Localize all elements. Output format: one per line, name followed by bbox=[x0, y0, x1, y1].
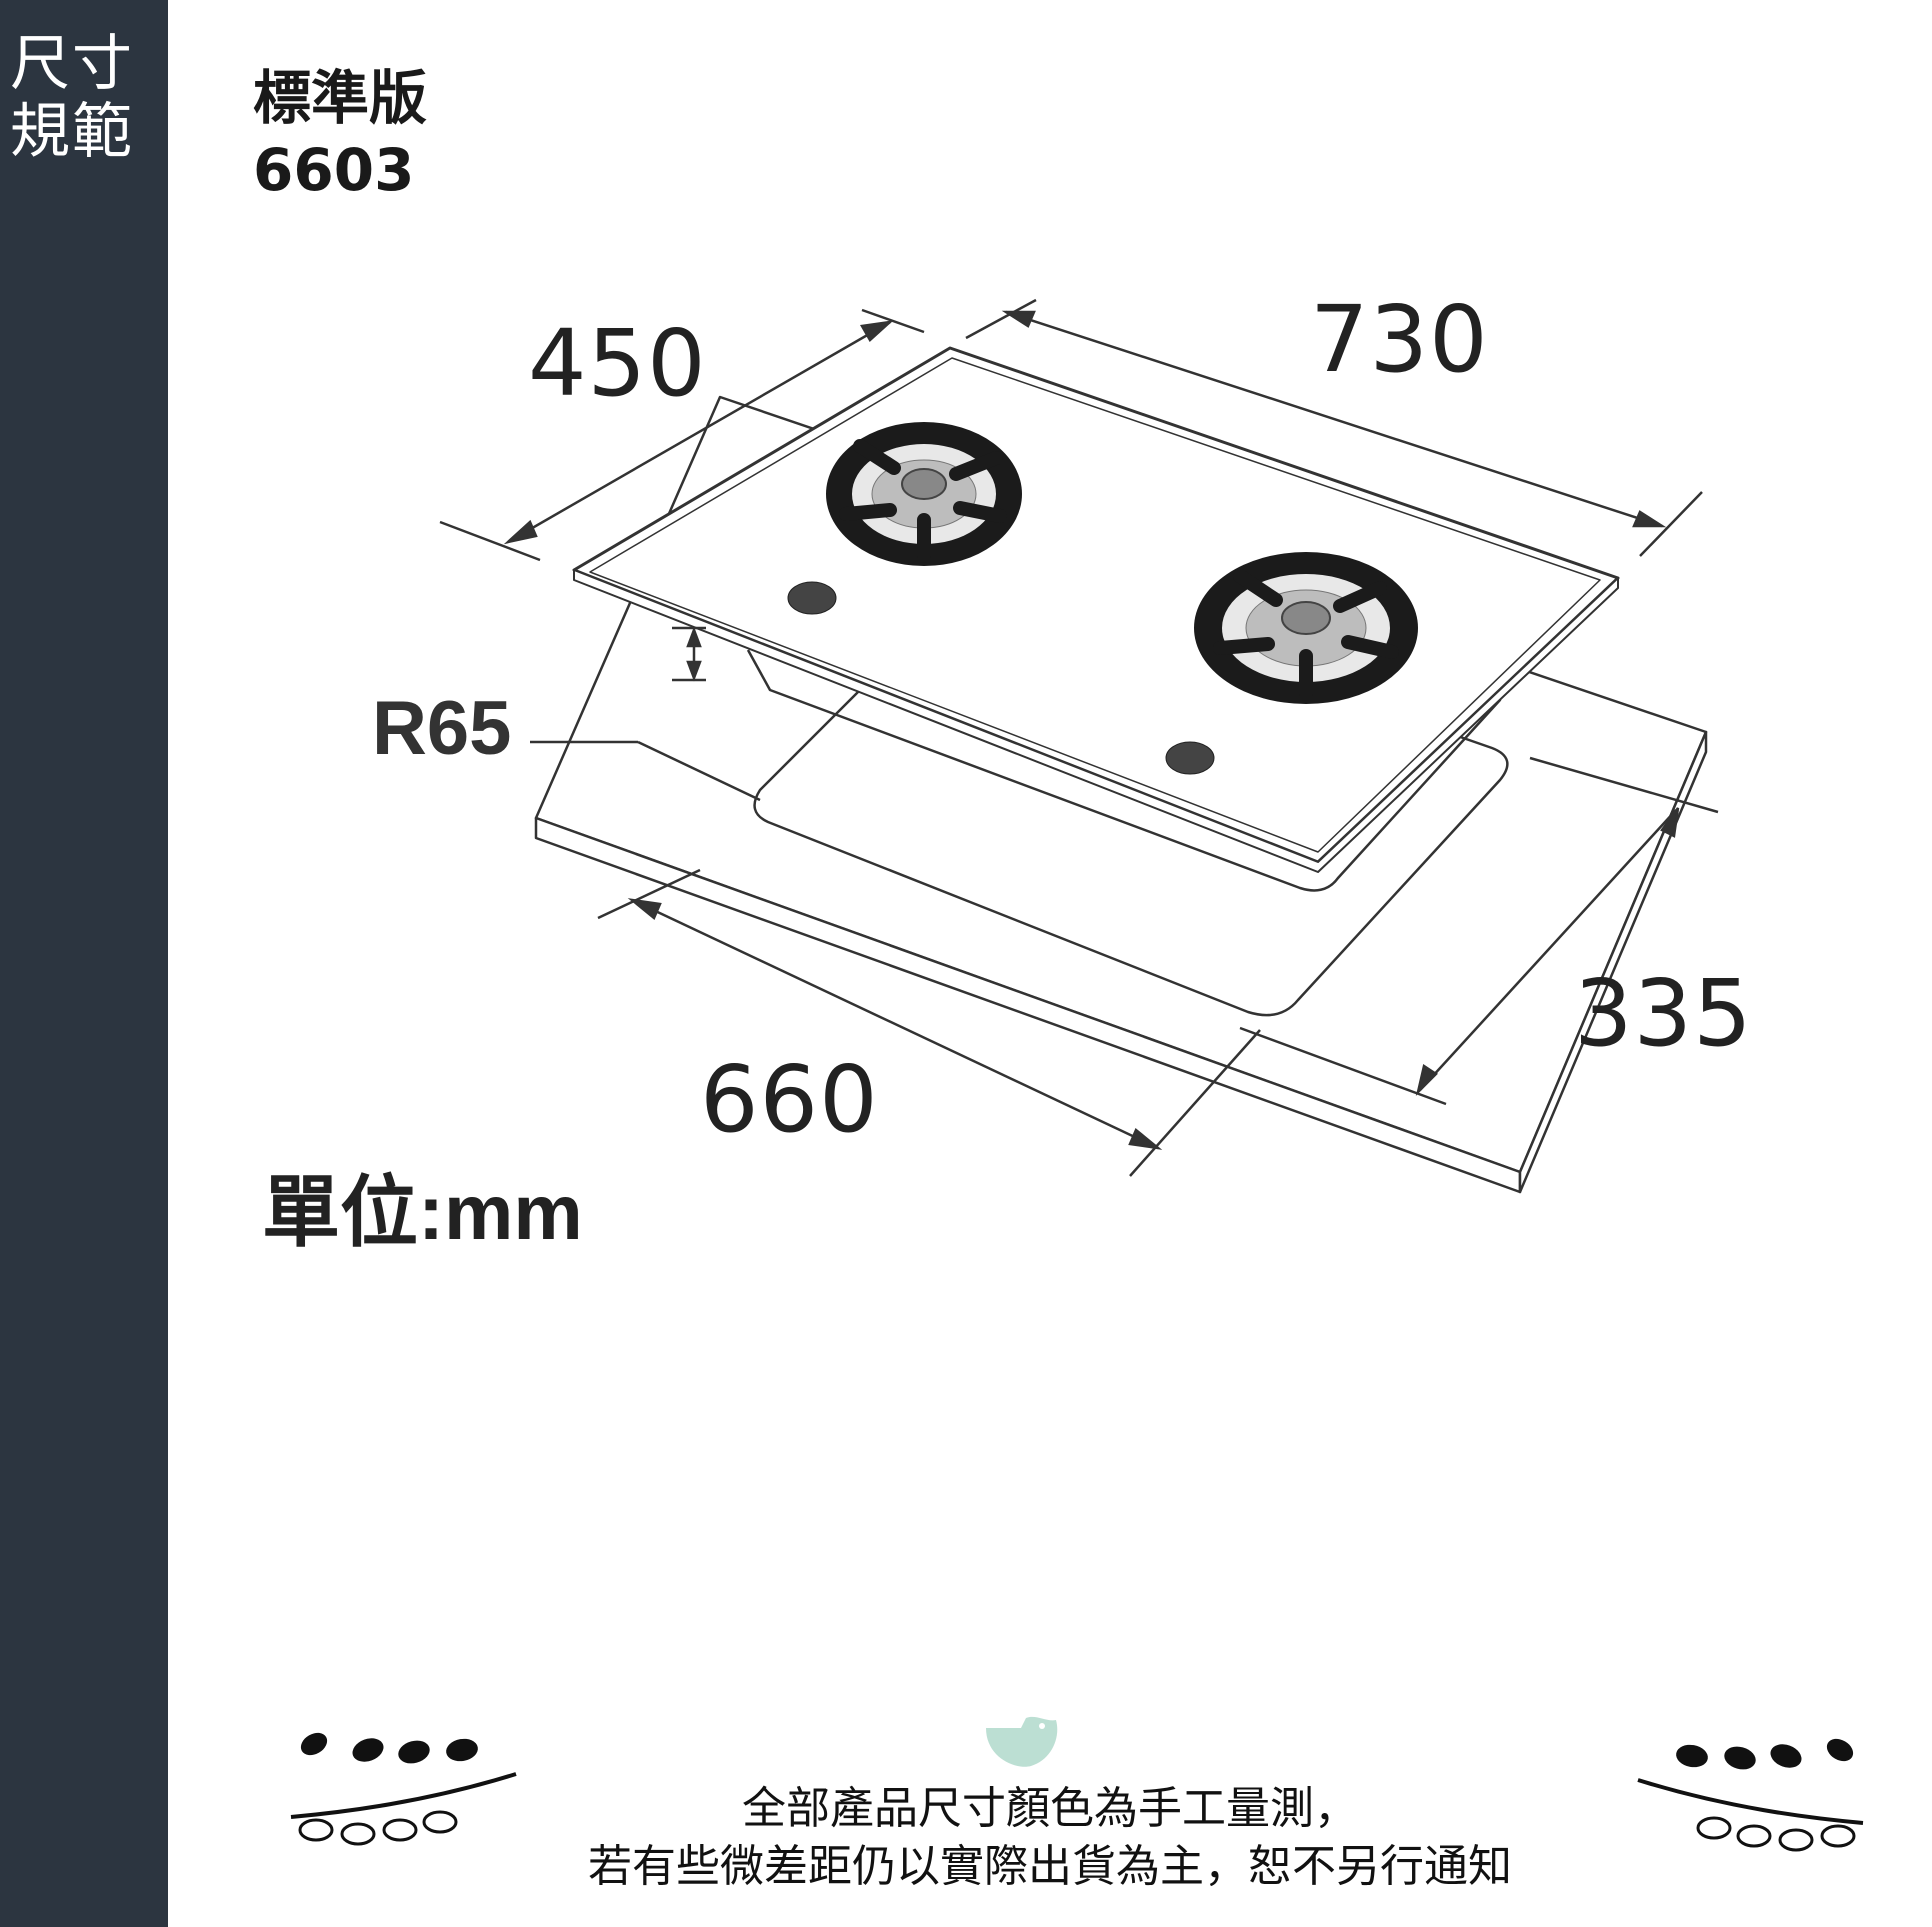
cooktop-edge bbox=[573, 569, 1619, 873]
burner-right bbox=[1194, 552, 1418, 704]
knob-left bbox=[787, 581, 837, 615]
dim-width: 730 bbox=[1310, 286, 1489, 393]
burner-left bbox=[826, 422, 1022, 566]
dim-cutout-depth: 335 bbox=[1574, 960, 1753, 1067]
cooktop-glass-inner bbox=[589, 357, 1601, 853]
disclaimer-line2: 若有些微差距仍以實際出貨為主，恕不另行通知 bbox=[588, 1841, 1512, 1892]
disclaimer-line1: 全部產品尺寸顏色為手工量測， bbox=[742, 1783, 1358, 1834]
countertop-side bbox=[1518, 730, 1708, 1194]
sidebar: 尺寸 規範 bbox=[0, 0, 168, 1927]
unit-label: 單位:mm bbox=[262, 1168, 583, 1256]
leaf-branch-right-icon bbox=[1637, 1738, 1864, 1852]
footer-disclaimer: 全部產品尺寸顏色為手工量測， 若有些微差距仍以實際出貨為主，恕不另行通知 bbox=[168, 1780, 1932, 1896]
sidebar-title-line1: 尺寸 bbox=[10, 29, 134, 99]
knob-right bbox=[1165, 741, 1215, 775]
dim-depth: 450 bbox=[528, 310, 707, 417]
leaf-branch-left-icon bbox=[290, 1732, 517, 1846]
model-number: 6603 bbox=[253, 136, 415, 204]
dim-radius: R65 bbox=[372, 686, 512, 771]
bird-leaf-logo-icon bbox=[986, 1716, 1058, 1767]
sidebar-title: 尺寸 規範 bbox=[10, 30, 134, 166]
cooktop-basin bbox=[746, 649, 1508, 892]
edition-label: 標準版 bbox=[253, 64, 428, 132]
sidebar-title-line2: 規範 bbox=[10, 97, 134, 167]
page-header: 標準版 6603 bbox=[253, 62, 427, 206]
dim-cutout-width: 660 bbox=[700, 1046, 879, 1153]
